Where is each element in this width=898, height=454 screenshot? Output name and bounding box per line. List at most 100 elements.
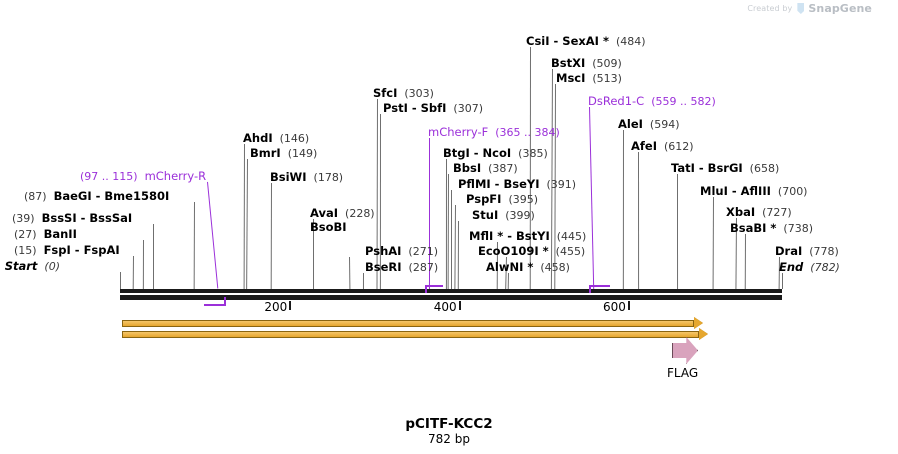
leader-line-BsaBI <box>744 234 746 290</box>
site-enzyme-name: BsoBI <box>310 220 347 234</box>
restriction-site-label-MflI[interactable]: MflI * - BstYI (445) <box>469 230 586 243</box>
primer-bracket-mCherry-R[interactable] <box>204 297 226 306</box>
site-position: (146) <box>272 132 310 145</box>
orf-arrow-orf-2[interactable] <box>122 328 708 340</box>
restriction-site-label-StuI[interactable]: StuI (399) <box>472 209 535 222</box>
site-position: (395) <box>501 193 539 206</box>
restriction-site-label-DraI[interactable]: DraI (778) <box>775 245 839 258</box>
watermark-created-by-label: Created by <box>747 4 793 13</box>
leader-line-AlwNI <box>507 273 509 290</box>
restriction-site-label-XbaI[interactable]: XbaI (727) <box>726 206 792 219</box>
restriction-site-label-BstXI[interactable]: BstXI (509) <box>551 57 622 70</box>
primer-bracket-DsRed1-C[interactable] <box>589 285 610 294</box>
ruler-tick-400 <box>458 301 461 310</box>
restriction-site-label-AhdI[interactable]: AhdI (146) <box>243 132 309 145</box>
primer-bracket-bar <box>204 304 226 306</box>
primer-bracket-bar <box>425 285 443 287</box>
restriction-site-label-CsiI[interactable]: CsiI - SexAI * (484) <box>526 35 646 48</box>
primer-bracket-tick <box>224 297 226 305</box>
restriction-site-label-End[interactable]: End (782) <box>779 261 840 274</box>
site-enzyme-name: FspI - FspAI <box>43 243 120 257</box>
site-enzyme-name: BssSI - BssSaI <box>41 211 133 225</box>
restriction-site-label-BtgI[interactable]: BtgI - NcoI (385) <box>443 147 548 160</box>
site-enzyme-name: AleI <box>618 117 643 131</box>
restriction-site-label-AlwNI[interactable]: AlwNI * (458) <box>486 261 570 274</box>
site-enzyme-name: PspFI <box>466 192 502 206</box>
primer-bracket-tick <box>425 285 427 293</box>
ruler-tick-label-400: 400 <box>433 300 457 314</box>
site-position: (658) <box>742 162 780 175</box>
restriction-site-label-Start[interactable]: Start (0) <box>0 260 60 273</box>
orf-arrow-body <box>122 320 694 327</box>
leader-line-DsRed1-C <box>589 106 595 289</box>
site-enzyme-name: CsiI - SexAI * <box>526 34 609 48</box>
site-position: (39) <box>12 212 42 225</box>
restriction-site-label-AvaI[interactable]: AvaI (228) <box>310 207 375 220</box>
site-position: (559 .. 582) <box>644 95 716 108</box>
restriction-site-label-EcoO109I[interactable]: EcoO109I * (455) <box>478 245 585 258</box>
site-position: (455) <box>548 245 586 258</box>
site-enzyme-name: BmrI <box>250 146 281 160</box>
restriction-site-label-TatI[interactable]: TatI - BsrGI (658) <box>671 162 779 175</box>
restriction-site-label-MluI[interactable]: MluI - AflIII (700) <box>700 185 807 198</box>
site-enzyme-name: AhdI <box>243 131 273 145</box>
restriction-site-label-BsaBI[interactable]: BsaBI * (738) <box>730 222 813 235</box>
site-enzyme-name: PflMI - BseYI <box>458 177 540 191</box>
restriction-site-label-PstI[interactable]: PstI - SbfI (307) <box>383 102 483 115</box>
site-position: (727) <box>755 206 792 219</box>
restriction-site-label-BbsI[interactable]: BbsI (387) <box>453 162 518 175</box>
restriction-site-label-BanII[interactable]: (27) BanII <box>14 228 77 241</box>
site-position: (594) <box>642 118 680 131</box>
restriction-site-label-DsRed1-C[interactable]: DsRed1-C (559 .. 582) <box>588 95 716 108</box>
leader-line-BaeGI <box>193 202 195 290</box>
leader-line-TatI <box>677 173 679 289</box>
plasmid-title: pCITF-KCC2 <box>405 416 493 432</box>
restriction-site-label-MscI[interactable]: MscI (513) <box>556 72 622 85</box>
site-position: (391) <box>539 178 577 191</box>
primer-bracket-tick <box>589 285 591 293</box>
feature-arrow-flag[interactable] <box>672 337 698 364</box>
orf-arrow-orf-1[interactable] <box>122 317 703 329</box>
plasmid-length: 782 bp <box>428 432 470 446</box>
ruler-tick-200 <box>289 301 292 310</box>
restriction-site-label-BmrI[interactable]: BmrI (149) <box>250 147 317 160</box>
site-enzyme-name: PstI - SbfI <box>383 101 447 115</box>
restriction-site-label-AleI[interactable]: AleI (594) <box>618 118 680 131</box>
leader-line-Start <box>120 272 121 289</box>
ruler-top-bar <box>120 289 782 293</box>
primer-bracket-bar <box>589 285 610 287</box>
restriction-site-label-BsiWI[interactable]: BsiWI (178) <box>270 171 343 184</box>
restriction-site-label-AfeI[interactable]: AfeI (612) <box>631 140 694 153</box>
restriction-site-label-PshAI[interactable]: PshAI (271) <box>365 245 438 258</box>
restriction-site-label-mCherry-F[interactable]: mCherry-F (365 .. 384) <box>428 126 560 139</box>
primer-bracket-mCherry-F[interactable] <box>425 285 443 294</box>
site-enzyme-name: AvaI <box>310 206 339 220</box>
restriction-site-label-FspI[interactable]: (15) FspI - FspAI <box>14 244 120 257</box>
site-position: (0) <box>37 260 60 273</box>
leader-line-PspFI <box>454 205 456 290</box>
site-position: (365 .. 384) <box>488 126 560 139</box>
restriction-site-label-PspFI[interactable]: PspFI (395) <box>466 193 538 206</box>
site-position: (458) <box>533 261 570 274</box>
restriction-site-label-PflMI[interactable]: PflMI - BseYI (391) <box>458 178 576 191</box>
site-enzyme-name: XbaI <box>726 205 756 219</box>
restriction-site-label-BaeGI[interactable]: (87) BaeGI - Bme1580I <box>24 190 169 203</box>
restriction-site-label-mCherry-R[interactable]: (97 .. 115) mCherry-R <box>80 170 206 183</box>
site-position: (303) <box>397 87 434 100</box>
site-position: (782) <box>803 261 840 274</box>
site-position: (509) <box>585 57 622 70</box>
leader-line-End <box>782 273 783 289</box>
leader-line-BbsI <box>447 174 449 290</box>
leader-line-BsoBI <box>313 232 315 289</box>
site-position: (399) <box>498 209 535 222</box>
site-enzyme-name: MflI * - BstYI <box>469 229 550 243</box>
restriction-site-label-SfcI[interactable]: SfcI (303) <box>373 87 434 100</box>
restriction-site-label-BssSI[interactable]: (39) BssSI - BssSaI <box>12 212 132 225</box>
leader-line-AfeI <box>638 151 640 289</box>
site-enzyme-name: StuI <box>472 208 499 222</box>
orf-arrowhead-icon <box>694 317 703 329</box>
restriction-site-label-BseRI[interactable]: BseRI (287) <box>365 261 438 274</box>
orf-arrow-body <box>122 331 699 338</box>
site-enzyme-name: MscI <box>556 71 586 85</box>
restriction-site-label-BsoBI[interactable]: BsoBI <box>310 221 347 233</box>
